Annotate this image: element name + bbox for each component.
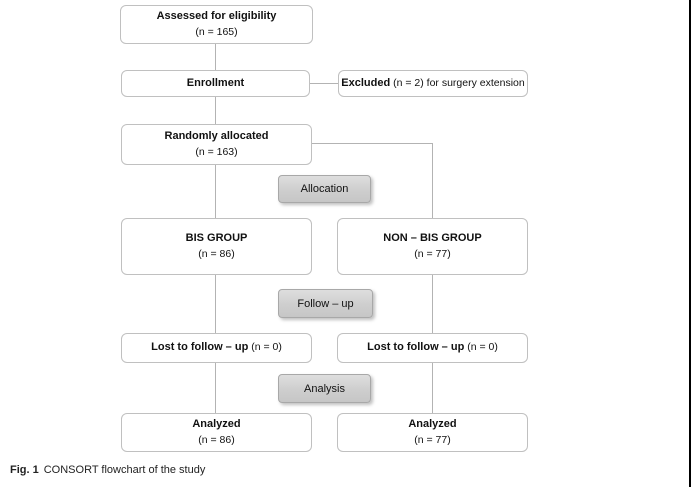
stage-label-follow-up: Follow – up	[278, 289, 373, 318]
node-enrollment: Enrollment	[121, 70, 310, 97]
page-edge-line	[689, 0, 691, 487]
node-bis-group: BIS GROUP (n = 86)	[121, 218, 312, 275]
node-excluded: Excluded (n = 2) for surgery extension	[338, 70, 528, 97]
connector-randomized-branch-right	[312, 143, 433, 144]
stage-label-allocation: Allocation	[278, 175, 371, 203]
stage-label-text: Follow – up	[297, 297, 354, 310]
node-text-bold: Lost to follow – up	[151, 341, 249, 354]
node-lost-to-followup-bis: Lost to follow – up (n = 0)	[121, 333, 312, 363]
node-title: Assessed for eligibility	[156, 10, 277, 23]
connector-randomized-to-bis	[215, 165, 216, 218]
node-lost-to-followup-nonbis: Lost to follow – up (n = 0)	[337, 333, 528, 363]
node-assessed-for-eligibility: Assessed for eligibility (n = 165)	[120, 5, 313, 44]
node-text: Lost to follow – up (n = 0)	[367, 340, 498, 355]
node-subtitle: (n = 165)	[195, 25, 238, 38]
node-text: Lost to follow – up (n = 0)	[151, 340, 282, 355]
node-subtitle: (n = 77)	[414, 247, 451, 260]
connector-lostleft-to-analyzed	[215, 363, 216, 413]
connector-branch-to-nonbis	[432, 143, 433, 218]
node-text-rest: (n = 0)	[464, 341, 498, 354]
node-subtitle: (n = 86)	[198, 247, 235, 260]
figure-caption-label: Fig. 1	[10, 464, 39, 476]
connector-lostright-to-analyzed	[432, 363, 433, 413]
node-text: Excluded (n = 2) for surgery extension	[341, 76, 524, 91]
node-text-rest: (n = 2) for surgery extension	[390, 76, 525, 89]
node-subtitle: (n = 86)	[198, 433, 235, 446]
node-analyzed-nonbis: Analyzed (n = 77)	[337, 413, 528, 452]
node-title: Enrollment	[186, 76, 245, 89]
stage-label-text: Analysis	[304, 382, 345, 395]
stage-label-analysis: Analysis	[278, 374, 371, 403]
node-title: Randomly allocated	[164, 130, 269, 143]
node-title: NON – BIS GROUP	[383, 232, 482, 245]
connector-enrollment-to-excluded	[310, 83, 338, 84]
node-title: BIS GROUP	[185, 232, 248, 245]
node-text-bold: Excluded	[341, 76, 391, 89]
connector-bis-to-lost	[215, 275, 216, 333]
figure-caption-text: CONSORT flowchart of the study	[43, 464, 206, 476]
node-subtitle: (n = 163)	[195, 145, 238, 158]
node-title: Analyzed	[192, 418, 241, 431]
node-subtitle: (n = 77)	[414, 433, 451, 446]
node-analyzed-bis: Analyzed (n = 86)	[121, 413, 312, 452]
node-text-rest: (n = 0)	[248, 341, 282, 354]
node-randomly-allocated: Randomly allocated (n = 163)	[121, 124, 312, 165]
stage-label-text: Allocation	[300, 183, 349, 195]
node-text-bold: Lost to follow – up	[367, 341, 465, 354]
connector-assessed-to-enrollment	[215, 44, 216, 70]
connector-nonbis-to-lost	[432, 275, 433, 333]
connector-enrollment-to-randomized	[215, 97, 216, 124]
node-title: Analyzed	[408, 418, 457, 431]
node-non-bis-group: NON – BIS GROUP (n = 77)	[337, 218, 528, 275]
figure-caption: Fig. 1 CONSORT flowchart of the study	[10, 464, 205, 476]
